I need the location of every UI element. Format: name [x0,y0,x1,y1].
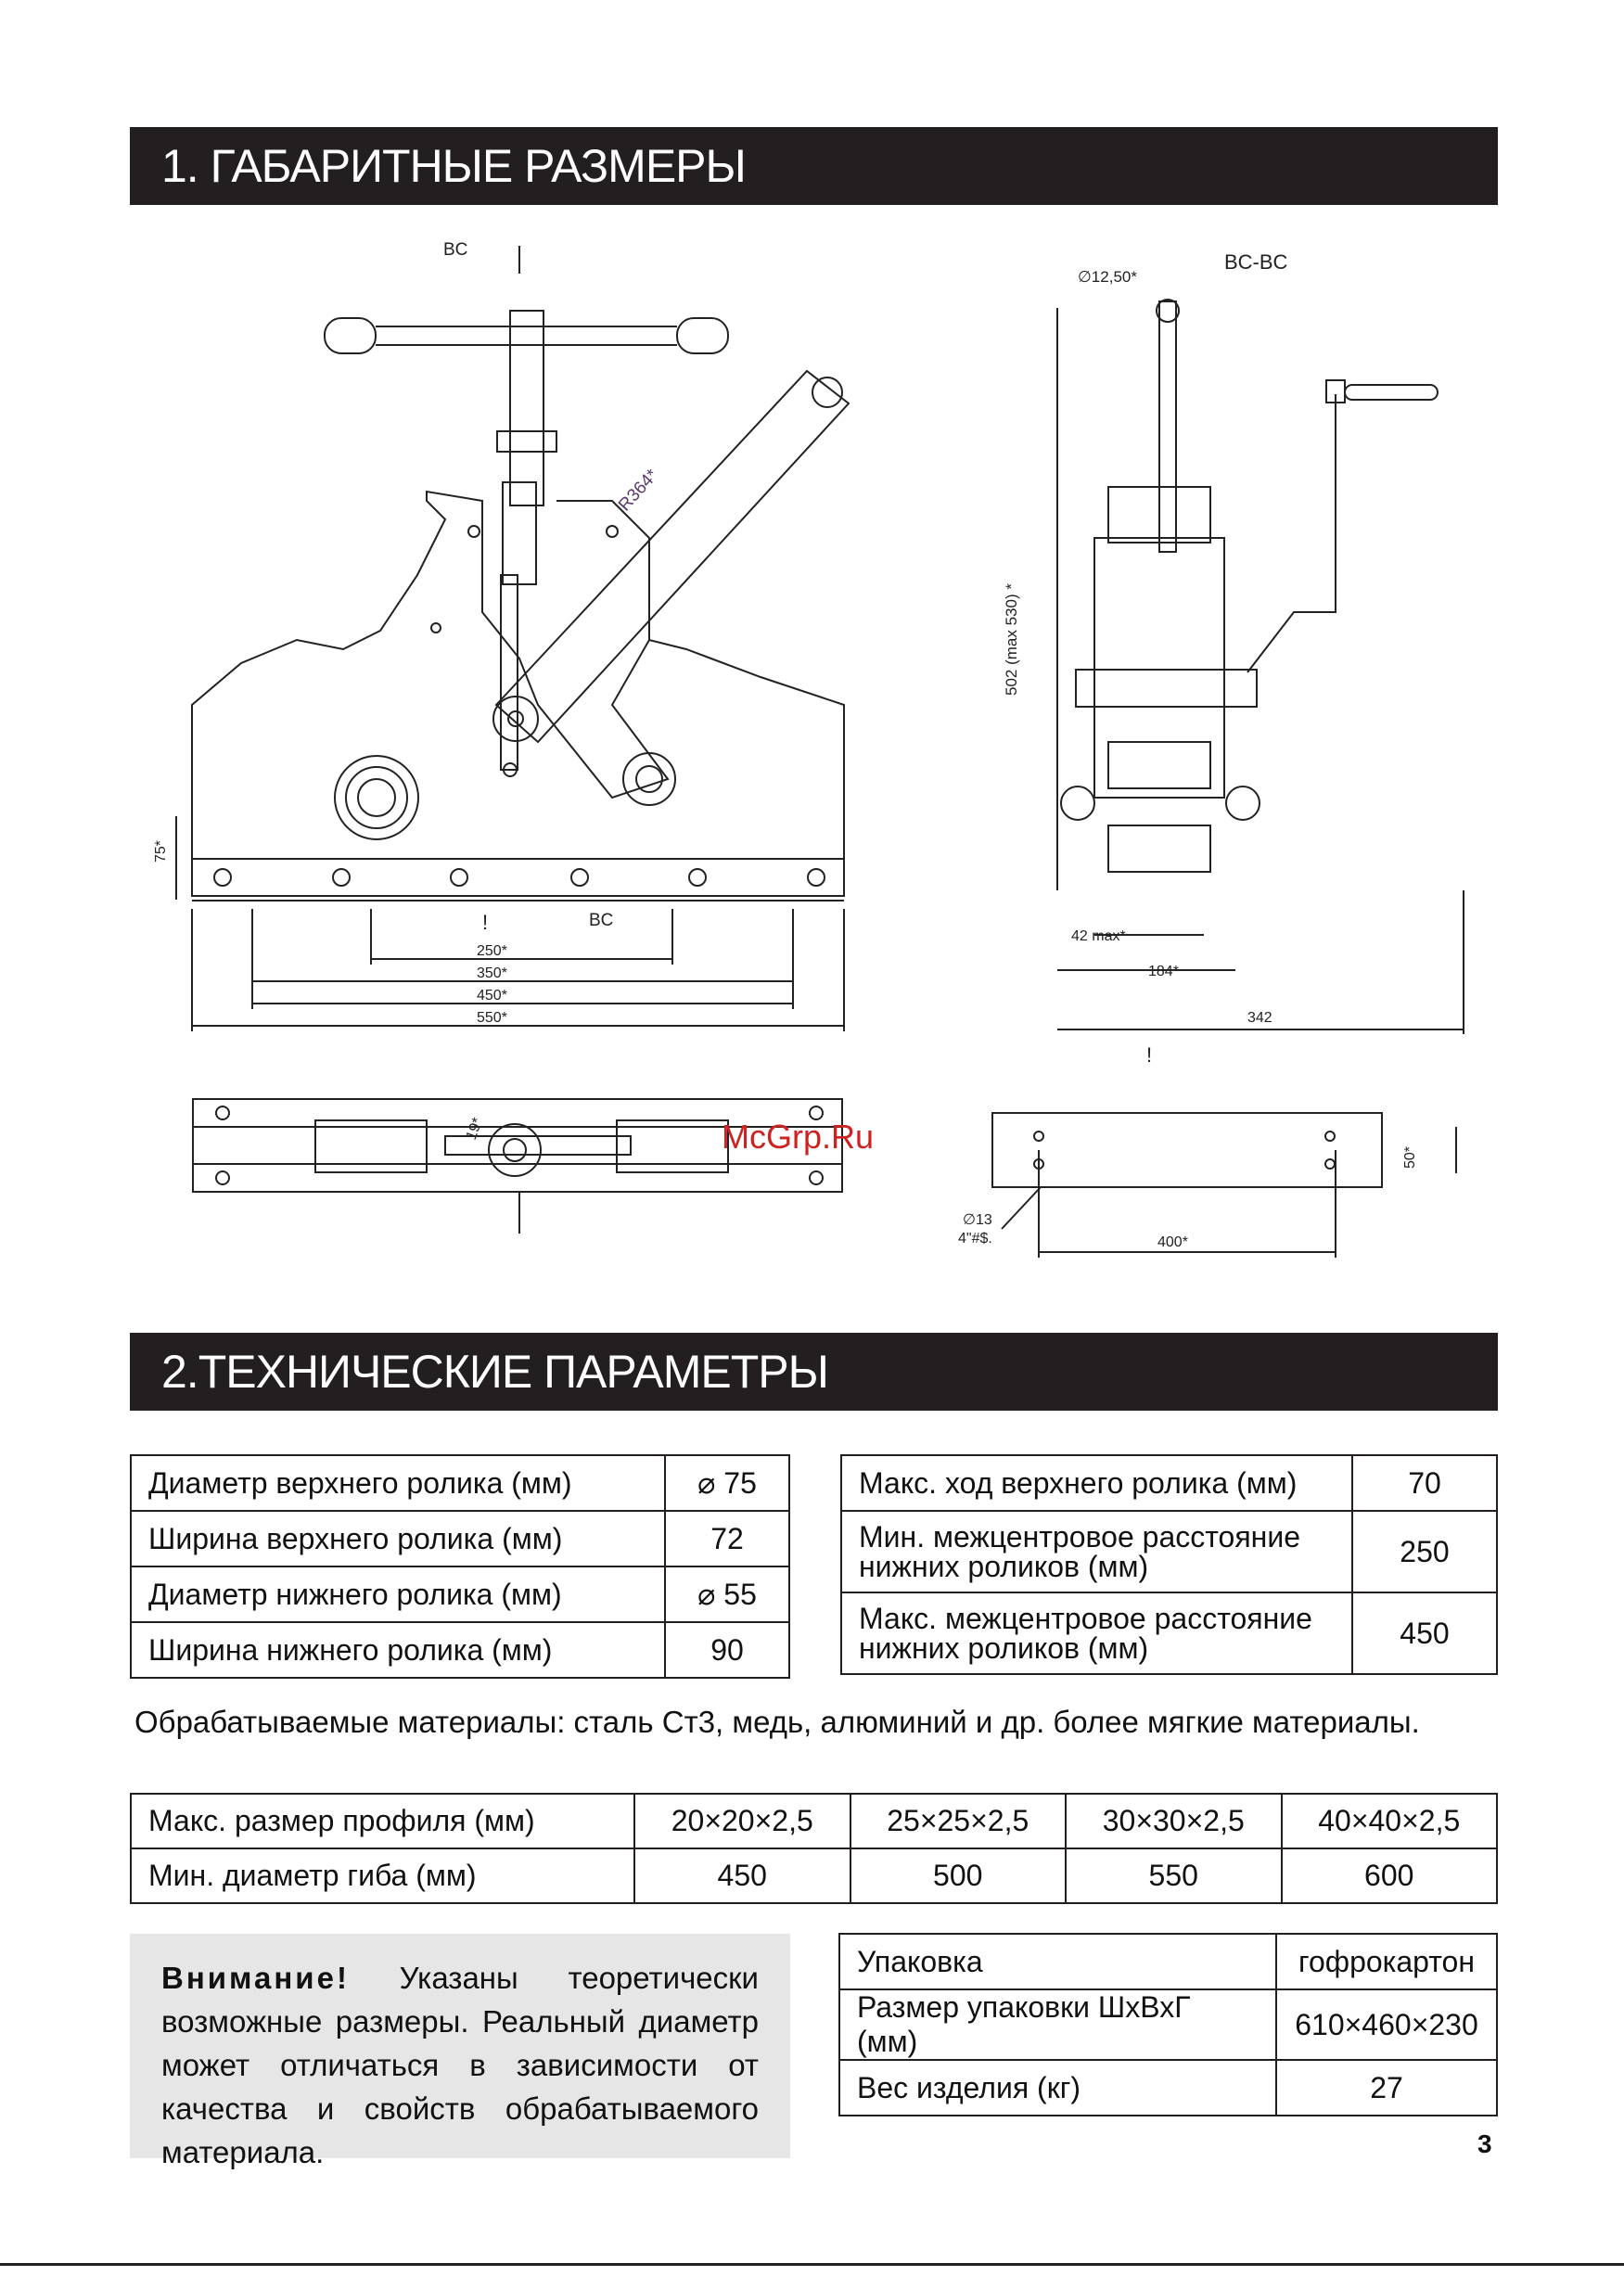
param-value: 610×460×230 [1275,1988,1498,2061]
param-value: 90 [664,1621,790,1679]
param-label: Ширина нижнего ролика (мм) [130,1621,666,1679]
param-label: Мин. межцентровое расстояние нижних роли… [840,1510,1353,1593]
label-radius: R364* [615,466,662,516]
section-title-dimensions: 1. ГАБАРИТНЫЕ РАЗМЕРЫ [130,127,1498,205]
materials-text: Обрабатываемые материалы: сталь Ст3, мед… [134,1705,1420,1739]
param-value: 30×30×2,5 [1065,1793,1283,1849]
dim-450: 450* [477,988,507,1004]
dim-50: 50* [1402,1146,1418,1169]
dim-184: 184* [1148,964,1179,979]
param-label: Упаковка [838,1933,1277,1990]
param-value: 72 [664,1510,790,1567]
param-value: 450 [1351,1592,1498,1675]
warning-label: Внимание! [161,1961,350,1995]
table-row: Макс. межцентровое расстояние нижних рол… [840,1592,1498,1675]
dim-342: 342 [1247,1010,1272,1026]
handle-left [324,317,377,354]
watermark: McGrp.Ru [722,1118,875,1156]
plan-view-base [192,1098,843,1193]
label-hole-count: 4"#$. [958,1231,992,1247]
param-value: 450 [633,1848,851,1904]
table-row: Упаковка гофрокартон [838,1933,1498,1990]
table-row: Размер упаковки ШхВхГ (мм) 610×460×230 [838,1988,1498,2061]
warning-note: Внимание! Указаны теоретически возможные… [130,1934,790,2169]
table-package: Упаковка гофрокартон Размер упаковки ШхВ… [838,1933,1498,2116]
dim-550: 550* [477,1010,507,1026]
table-row: Диаметр нижнего ролика (мм) ⌀ 55 [130,1566,790,1623]
param-label: Мин. диаметр гиба (мм) [130,1848,635,1904]
table-row: Мин. диаметр гиба (мм) 450 500 550 600 [130,1848,1498,1904]
param-value: 40×40×2,5 [1280,1793,1498,1849]
technical-drawing: BC BC BC-BC R364* ∅12,50* 502 (max 530) … [153,240,1464,1258]
param-label: Макс. размер профиля (мм) [130,1793,635,1849]
warning-text: Указаны теоретически возможные размеры. … [161,1961,759,2169]
label-diameter-top: ∅12,50* [1078,268,1137,286]
label-exclaim-2: ! [1146,1043,1152,1067]
param-value: гофрокартон [1275,1933,1498,1990]
table-row: Мин. межцентровое расстояние нижних роли… [840,1510,1498,1593]
param-label: Размер упаковки ШхВхГ (мм) [838,1988,1277,2061]
label-hole: ∅13 [963,1212,992,1228]
base-plate [191,858,845,897]
label-section-view: BC-BC [1224,250,1288,274]
param-label: Вес изделия (кг) [838,2059,1277,2116]
param-label-line: нижних роликов (мм) [859,1550,1149,1583]
table-row: Ширина верхнего ролика (мм) 72 [130,1510,790,1567]
param-value: ⌀ 75 [664,1454,790,1512]
param-label-line: Макс. межцентровое расстояние [859,1602,1312,1635]
param-value: 600 [1280,1848,1498,1904]
param-value: 25×25×2,5 [849,1793,1067,1849]
bending-arm [494,369,850,744]
dim-400: 400* [1157,1234,1188,1250]
param-label: Макс. ход верхнего ролика (мм) [840,1454,1353,1512]
label-height: 502 (max 530) * [1003,583,1020,696]
label-75: 75* [153,840,169,863]
table-row: Макс. размер профиля (мм) 20×20×2,5 25×2… [130,1793,1498,1849]
label-angle: 19* [464,1116,486,1142]
param-value: 250 [1351,1510,1498,1593]
table-rollers: Диаметр верхнего ролика (мм) ⌀ 75 Ширина… [130,1454,790,1679]
table-row: Вес изделия (кг) 27 [838,2059,1498,2116]
table-row: Ширина нижнего ролика (мм) 90 [130,1621,790,1679]
param-label-line: нижних роликов (мм) [859,1631,1149,1665]
dim-42: 42 max* [1071,928,1126,944]
page-number: 3 [1477,2129,1492,2158]
table-profiles: Макс. размер профиля (мм) 20×20×2,5 25×2… [130,1793,1498,1904]
param-label: Макс. межцентровое расстояние нижних рол… [840,1592,1353,1675]
param-value: 70 [1351,1454,1498,1512]
label-exclaim: ! [482,911,488,934]
param-value: ⌀ 55 [664,1566,790,1623]
table-distances: Макс. ход верхнего ролика (мм) 70 Мин. м… [840,1454,1498,1675]
bottom-rule [0,2263,1624,2266]
label-section-mark-2: BC [589,911,613,930]
param-value: 27 [1275,2059,1498,2116]
section-title-technical: 2.ТЕХНИЧЕСКИЕ ПАРАМЕТРЫ [130,1333,1498,1411]
param-value: 20×20×2,5 [633,1793,851,1849]
dim-250: 250* [477,943,507,959]
label-section-mark: BC [443,240,467,260]
plan-view-side [991,1112,1383,1188]
dim-350: 350* [477,965,507,981]
side-view-body [1093,537,1225,799]
param-label: Диаметр нижнего ролика (мм) [130,1566,666,1623]
table-row: Диаметр верхнего ролика (мм) ⌀ 75 [130,1454,790,1512]
param-value: 550 [1065,1848,1283,1904]
param-label: Ширина верхнего ролика (мм) [130,1510,666,1567]
table-row: Макс. ход верхнего ролика (мм) 70 [840,1454,1498,1512]
param-label: Диаметр верхнего ролика (мм) [130,1454,666,1512]
param-label-line: Мин. межцентровое расстояние [859,1520,1300,1554]
param-value: 500 [849,1848,1067,1904]
handle-right [676,317,729,354]
